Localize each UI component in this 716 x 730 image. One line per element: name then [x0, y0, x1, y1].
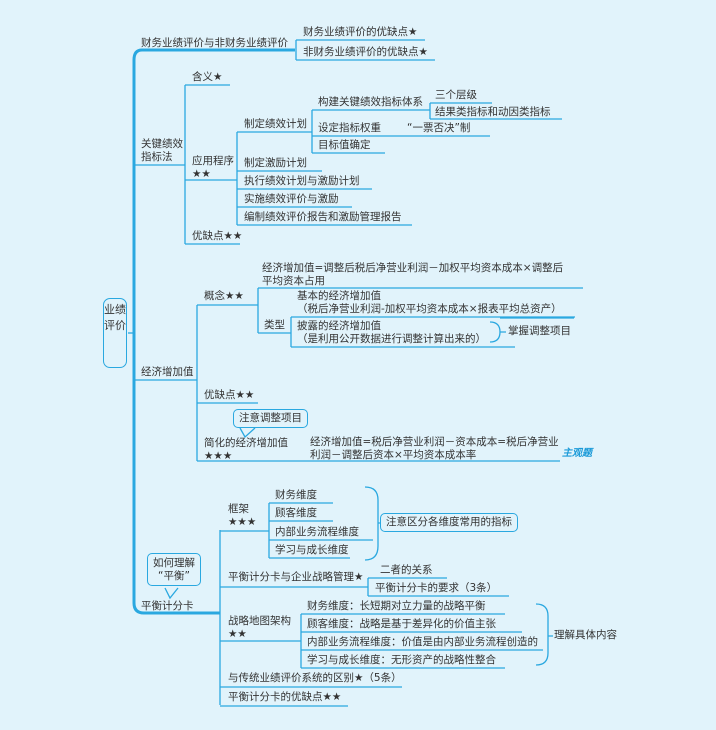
node-nonfinancial-pros-cons[interactable]: 非财务业绩评价的优缺点★	[303, 46, 428, 58]
node-veto[interactable]: “一票否决”制	[407, 122, 471, 134]
node-dimension[interactable]: 内部业务流程维度	[275, 526, 359, 538]
node-eva-concept[interactable]: 概念★★	[204, 290, 244, 302]
node-result-driver-indicators[interactable]: 结果类指标和动因类指标	[435, 106, 551, 118]
node-basic-eva[interactable]: 基本的经济增加值 （税后净营业利润-加权平均资本成本×报表平均总资产）	[297, 290, 562, 315]
node-eva-formula: 经济增加值=调整后税后净营业利润－加权平均资本成本×调整后 平均资本占用	[262, 262, 564, 287]
node-step[interactable]: 实施绩效评价与激励	[244, 193, 339, 205]
node-bsc-pros-cons[interactable]: 平衡计分卡的优缺点★★	[228, 691, 342, 703]
node-kpi-pros-cons[interactable]: 优缺点★★	[192, 230, 243, 242]
node-kpi-meaning[interactable]: 含义★	[192, 71, 223, 83]
node-map-dimension[interactable]: 财务维度：长短期对立力量的战略平衡	[307, 600, 486, 612]
node-eva-types[interactable]: 类型	[264, 319, 285, 331]
node-relationship[interactable]: 二者的关系	[380, 564, 433, 576]
root-node[interactable]: 业绩评价	[103, 298, 127, 368]
node-financial-pros-cons[interactable]: 财务业绩评价的优缺点★	[303, 26, 418, 38]
node-dimension[interactable]: 学习与成长维度	[275, 544, 349, 556]
node-map-dimension[interactable]: 内部业务流程维度：价值是由内部业务流程创造的	[307, 636, 538, 648]
node-understand-content[interactable]: 理解具体内容	[554, 629, 617, 641]
node-eva-pros-cons[interactable]: 优缺点★★	[204, 389, 255, 401]
node-build-kpi-system[interactable]: 构建关键绩效指标体系	[318, 96, 423, 108]
node-bsc-strategy[interactable]: 平衡计分卡与企业战略管理★	[228, 571, 364, 583]
callout-balance: 如何理解 “平衡”	[147, 553, 201, 586]
callout-adjustments: 注意调整项目	[233, 409, 308, 428]
node-strategy-map[interactable]: 战略地图架构 ★★	[228, 615, 291, 640]
node-step[interactable]: 执行绩效计划与激励计划	[244, 175, 360, 187]
node-step[interactable]: 编制绩效评价报告和激励管理报告	[244, 211, 402, 223]
node-map-dimension[interactable]: 学习与成长维度：无形资产的战略性整合	[307, 654, 496, 666]
node-disclosed-eva[interactable]: 披露的经济增加值 （是利用公开数据进行调整计算出来的）	[297, 320, 486, 345]
branch-eva[interactable]: 经济增加值	[141, 366, 194, 378]
node-master-adjustments[interactable]: 掌握调整项目	[508, 325, 571, 337]
node-map-dimension[interactable]: 顾客维度：战略是基于差异化的价值主张	[307, 618, 496, 630]
node-set-weights[interactable]: 设定指标权重	[318, 122, 381, 134]
node-kpi-procedure[interactable]: 应用程序 ★★	[192, 155, 234, 180]
node-dimension[interactable]: 财务维度	[275, 489, 317, 501]
node-simplified-eva[interactable]: 简化的经济增加值 ★★★	[204, 437, 288, 462]
node-target-value[interactable]: 目标值确定	[318, 139, 371, 151]
node-simplified-formula: 经济增加值=税后净营业利润－资本成本=税后净营业 利润－调整后资本×平均资本成本…	[310, 436, 559, 461]
branch-financial-nonfinancial[interactable]: 财务业绩评价与非财务业绩评价	[141, 37, 288, 49]
node-bsc-differences[interactable]: 与传统业绩评价系统的区别★（5条）	[228, 672, 402, 684]
note-dimension-indicators: 注意区分各维度常用的指标	[380, 513, 518, 532]
node-bsc-requirements[interactable]: 平衡计分卡的要求（3条）	[375, 582, 498, 594]
subjective-question-tag: 主观题	[562, 448, 592, 459]
node-step[interactable]: 制定激励计划	[244, 157, 307, 169]
node-framework[interactable]: 框架 ★★★	[228, 503, 257, 528]
node-dimension[interactable]: 顾客维度	[275, 507, 317, 519]
branch-bsc[interactable]: 平衡计分卡	[141, 600, 194, 612]
node-three-levels[interactable]: 三个层级	[435, 89, 477, 101]
branch-kpi[interactable]: 关键绩效 指标法	[141, 138, 183, 163]
node-make-plan[interactable]: 制定绩效计划	[244, 118, 307, 130]
